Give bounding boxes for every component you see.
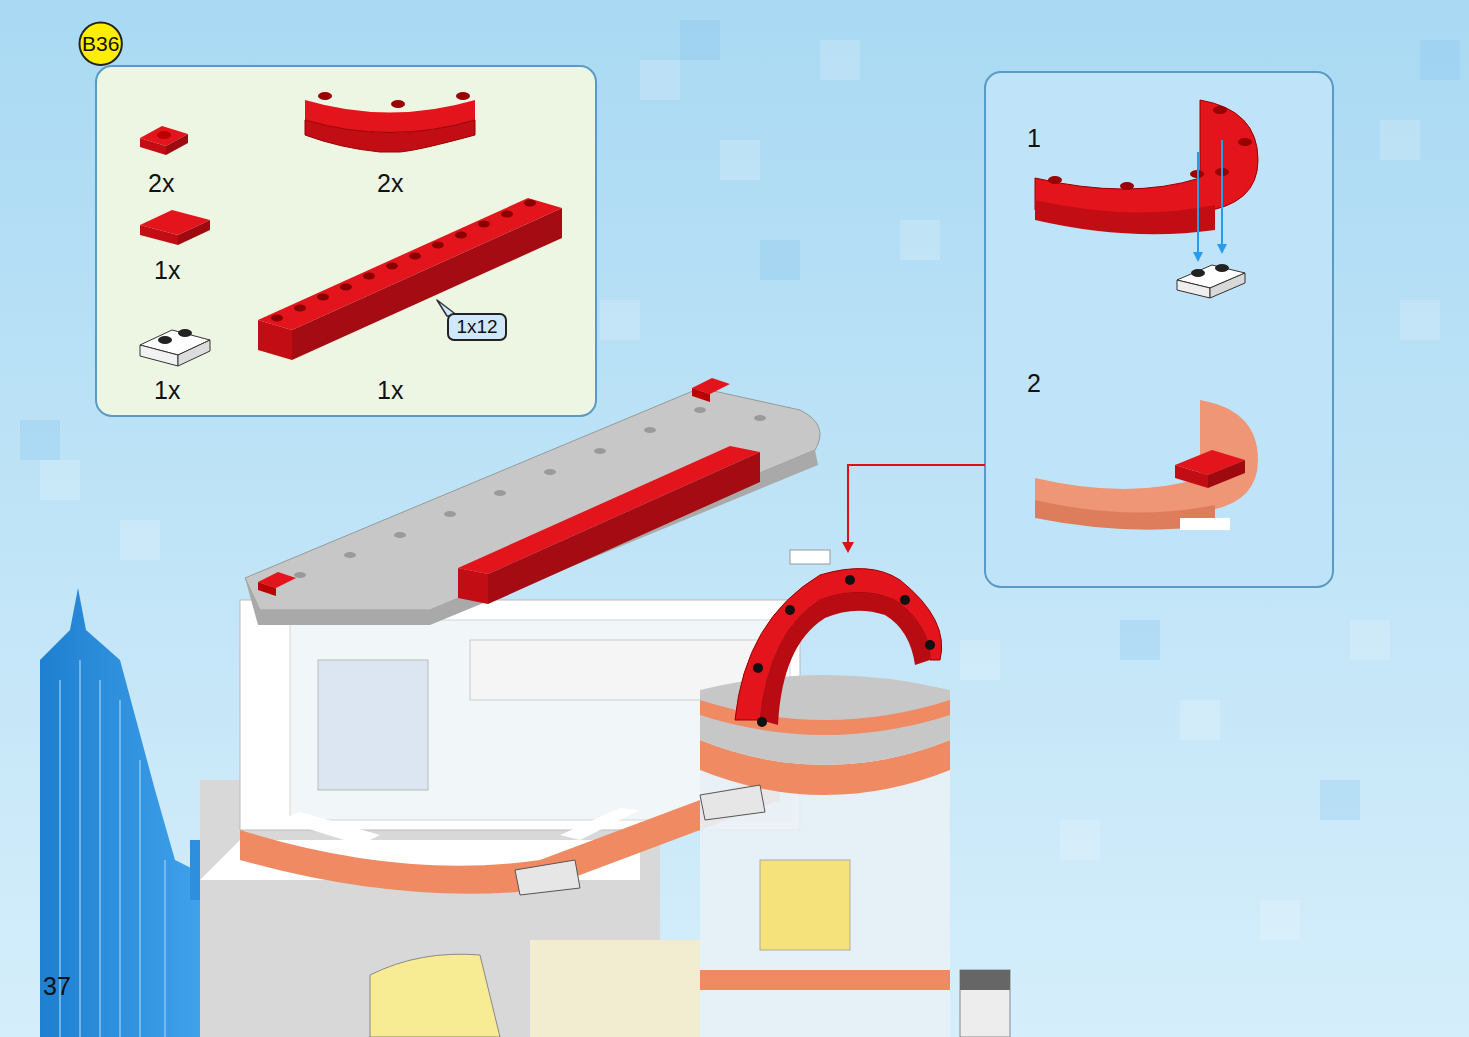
size-callout-text: 1x12 bbox=[456, 316, 497, 338]
size-callout: 1x12 bbox=[447, 313, 507, 341]
part-count: 2x bbox=[148, 171, 174, 196]
step-badge-text: B36 bbox=[82, 32, 119, 56]
step-badge: B36 bbox=[78, 21, 123, 66]
page-number: 37 bbox=[43, 974, 71, 999]
part-count: 2x bbox=[377, 171, 403, 196]
step-number: 2 bbox=[1027, 371, 1041, 396]
part-count: 1x bbox=[154, 378, 180, 403]
part-count: 1x bbox=[377, 378, 403, 403]
step-number: 1 bbox=[1027, 126, 1041, 151]
part-count: 1x bbox=[154, 258, 180, 283]
